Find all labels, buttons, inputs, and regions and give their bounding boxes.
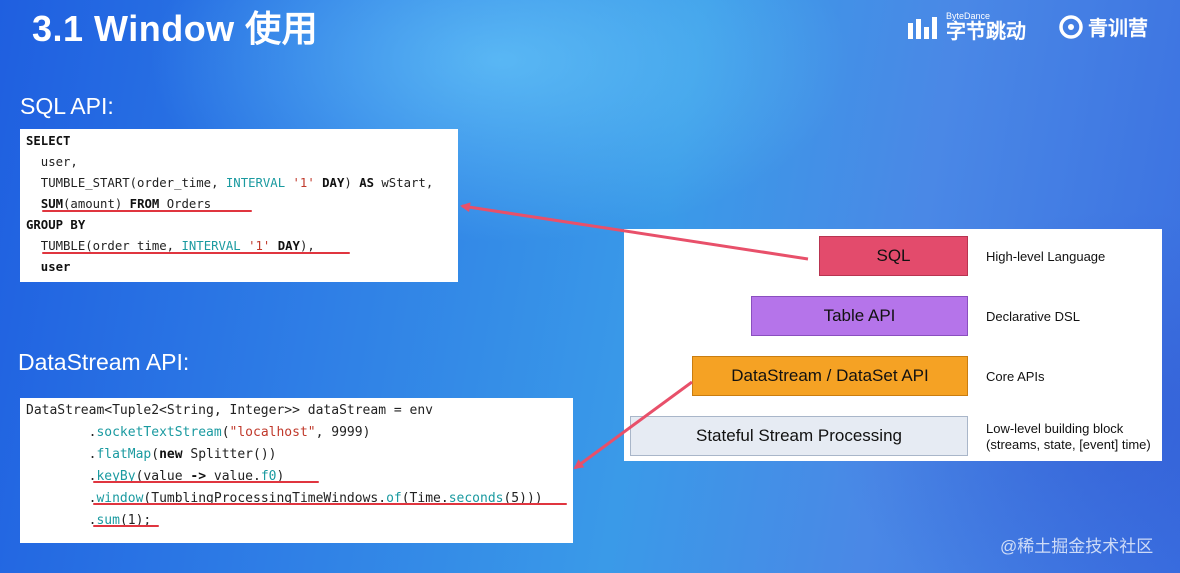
ds-code-token: (: [221, 425, 230, 440]
ds-code-token: (: [151, 447, 160, 462]
ds-code-token: (TumblingProcessingTimeWindows.: [143, 491, 387, 506]
sql-code-line: SELECT: [26, 131, 452, 152]
ds-code-line: .flatMap(new Splitter()): [26, 444, 567, 466]
sql-code-token: ),: [299, 239, 315, 253]
layer-sql: SQL: [819, 236, 968, 276]
ds-code-token: Splitter()): [182, 447, 277, 462]
layer-datastream-api: DataStream / DataSet API: [692, 356, 968, 396]
qingxunying-icon: [1059, 14, 1083, 39]
sql-code-token: (amount): [63, 197, 130, 211]
ds-code-token: , 9999): [315, 425, 371, 440]
ds-code-token: (1);: [119, 513, 152, 528]
sql-code-token: '1': [292, 176, 315, 190]
ds-code-line: .window(TumblingProcessingTimeWindows.of…: [26, 488, 567, 510]
sql-code-block: SELECT user, TUMBLE_START(order_time, IN…: [20, 129, 458, 282]
datastream-code-lines: DataStream<Tuple2<String, Integer>> data…: [26, 400, 567, 532]
ds-underline-window: [93, 503, 567, 505]
layer-stateful-desc-line1: Low-level building block: [986, 421, 1124, 436]
ds-code-token: (value: [135, 469, 191, 484]
ds-code-token: ->: [190, 469, 207, 484]
ds-underline-keyby: [93, 481, 319, 483]
ds-code-token: "localhost": [229, 425, 316, 440]
sql-underline-sum: [42, 210, 252, 212]
qingxunying-text: 青训营: [1088, 18, 1148, 40]
sql-code-token: GROUP BY: [26, 218, 86, 232]
layer-stateful-desc: Low-level building block (streams, state…: [986, 421, 1151, 453]
sql-code-token: AS: [359, 176, 374, 190]
arrow-datastream-to-code: [573, 380, 693, 470]
sql-code-line: GROUP BY: [26, 215, 452, 236]
sql-code-token: user,: [26, 155, 78, 169]
ds-code-token: (Time.: [401, 491, 449, 506]
sql-code-token: FROM: [129, 197, 160, 211]
layer-datastream-desc: Core APIs: [986, 369, 1045, 384]
sql-code-token: TUMBLE(order_time,: [26, 239, 182, 253]
sql-underline-tumble: [42, 252, 350, 254]
ds-code-token: window: [96, 491, 144, 506]
ds-code-token: new: [159, 447, 183, 462]
datastream-api-label: DataStream API:: [18, 349, 190, 375]
ds-code-line: DataStream<Tuple2<String, Integer>> data…: [26, 400, 567, 422]
sql-code-line: user,: [26, 152, 452, 173]
sql-code-token: wStart,: [374, 176, 434, 190]
sql-code-lines: SELECT user, TUMBLE_START(order_time, IN…: [26, 131, 452, 278]
bytedance-small-text: ByteDance: [946, 11, 991, 21]
arrow-sql-to-sql-code: [460, 202, 809, 261]
sql-code-token: SELECT: [26, 134, 71, 148]
ds-code-token: value.: [206, 469, 261, 484]
sql-code-token: ): [344, 176, 360, 190]
sql-code-line: user: [26, 257, 452, 278]
layer-stateful-stream-processing: Stateful Stream Processing: [630, 416, 968, 456]
layer-sql-desc: High-level Language: [986, 249, 1106, 264]
sql-code-token: TUMBLE_START(order_time,: [26, 176, 226, 190]
ds-underline-sum: [93, 525, 159, 527]
ds-code-line: .socketTextStream("localhost", 9999): [26, 422, 567, 444]
ds-code-token: ): [276, 469, 285, 484]
ds-code-token: f0: [260, 469, 277, 484]
ds-code-token: keyBy: [96, 469, 136, 484]
sql-code-token: INTERVAL: [181, 239, 241, 253]
ds-code-token: sum: [96, 513, 120, 528]
slide-title: 3.1 Window 使用: [32, 8, 319, 49]
ds-code-line: .keyBy(value -> value.f0): [26, 466, 567, 488]
ds-code-token: socketTextStream: [96, 425, 222, 440]
bytedance-bars-icon: [908, 16, 937, 39]
sql-api-label: SQL API:: [20, 93, 114, 119]
sql-code-line: TUMBLE(order_time, INTERVAL '1' DAY),: [26, 236, 452, 257]
sql-code-token: INTERVAL: [225, 176, 286, 190]
sql-code-token: user: [26, 260, 71, 274]
sql-code-line: SUM(amount) FROM Orders: [26, 194, 452, 215]
ds-code-token: flatMap: [96, 447, 152, 462]
ds-code-token: .: [26, 469, 97, 484]
ds-code-line: .sum(1);: [26, 510, 567, 532]
ds-code-token: seconds: [448, 491, 504, 506]
layer-table-api: Table API: [751, 296, 968, 336]
sql-code-token: SUM: [40, 197, 64, 211]
bytedance-big-text: 字节跳动: [946, 21, 1026, 43]
bytedance-logo: ByteDance 字节跳动: [908, 12, 1026, 43]
layer-table-desc: Declarative DSL: [986, 309, 1080, 324]
ds-code-token: DataStream<Tuple2<String, Integer>> data…: [26, 403, 433, 418]
sql-code-token: DAY: [322, 176, 345, 190]
ds-code-token: .: [26, 513, 97, 528]
sql-code-token: Orders: [159, 197, 212, 211]
sql-code-token: DAY: [277, 239, 300, 253]
ds-code-token: (5))): [503, 491, 543, 506]
qingxunying-logo: 青训营: [1058, 12, 1148, 41]
api-stack-diagram: SQL High-level Language Table API Declar…: [624, 229, 1162, 461]
ds-code-token: .: [26, 491, 97, 506]
ds-code-token: .: [26, 425, 97, 440]
sql-code-token: '1': [248, 239, 271, 253]
layer-stateful-desc-line2: (streams, state, [event] time): [986, 437, 1151, 452]
sql-code-line: TUMBLE_START(order_time, INTERVAL '1' DA…: [26, 173, 452, 194]
watermark: @稀土掘金技术社区: [1000, 537, 1154, 556]
ds-code-token: .: [26, 447, 97, 462]
datastream-code-block: DataStream<Tuple2<String, Integer>> data…: [20, 398, 573, 543]
ds-code-token: of: [386, 491, 402, 506]
